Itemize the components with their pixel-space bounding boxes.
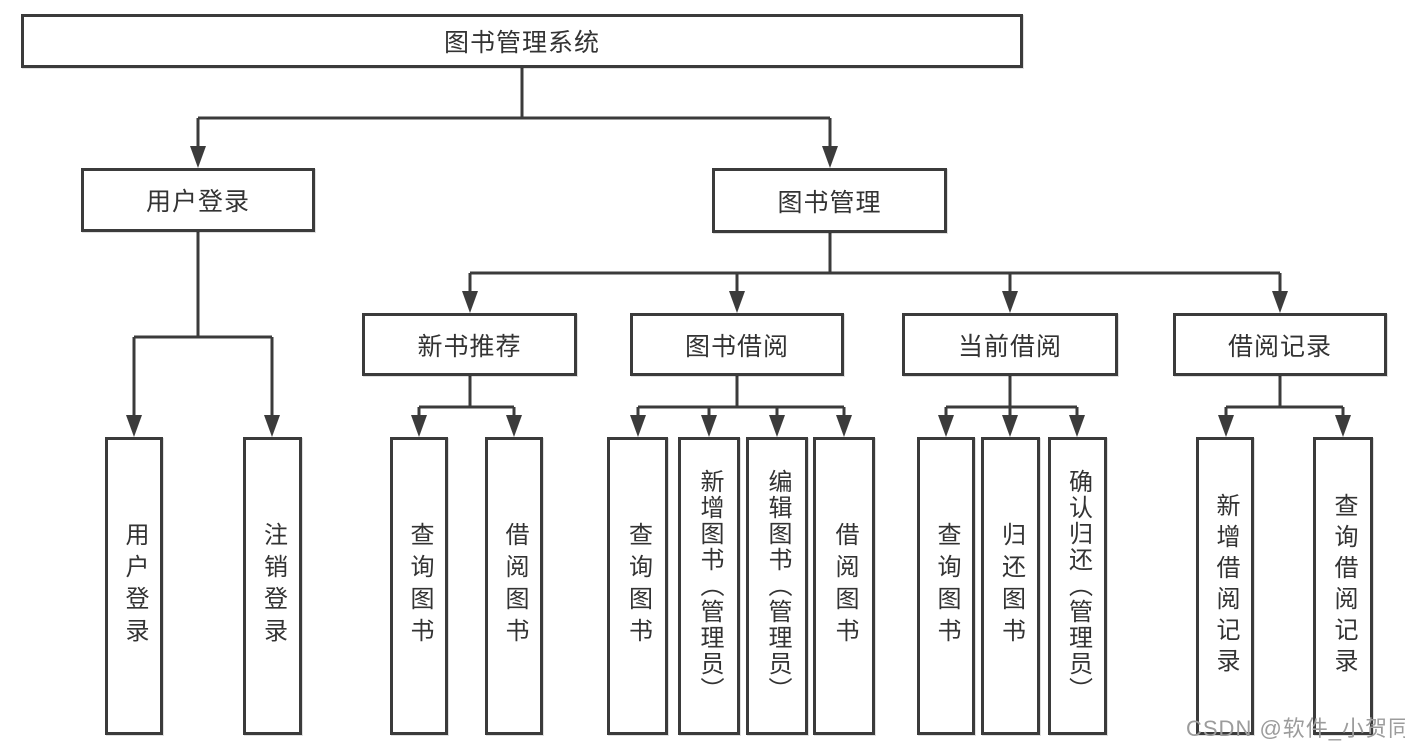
node-root-label: 图书管理系统 (443, 29, 600, 57)
leaf-add-borrow-record: 新增借阅记录 (1196, 437, 1254, 735)
node-book-management-label: 图书管理 (777, 188, 882, 217)
leaf-current-query-book-label: 查询图书 (933, 522, 960, 650)
leaf-return-book-label: 归还图书 (997, 522, 1025, 650)
leaf-borrow-query-book-label: 查询图书 (624, 522, 652, 650)
node-new-book-recommend-label: 新书推荐 (417, 332, 522, 361)
leaf-recommend-borrow-book: 借阅图书 (485, 437, 543, 735)
leaf-logout-label: 注销登录 (259, 522, 287, 650)
node-book-borrow: 图书借阅 (630, 313, 844, 376)
leaf-query-borrow-record-label: 查询借阅记录 (1330, 493, 1357, 679)
node-user-login: 用户登录 (81, 168, 315, 232)
node-current-borrow-label: 当前借阅 (957, 332, 1062, 361)
leaf-recommend-borrow-book-label: 借阅图书 (501, 522, 528, 650)
node-borrow-record: 借阅记录 (1173, 313, 1387, 376)
node-user-login-label: 用户登录 (145, 188, 250, 216)
node-book-borrow-label: 图书借阅 (684, 332, 789, 361)
leaf-borrow-query-book: 查询图书 (607, 437, 668, 735)
leaf-user-login-label: 用户登录 (121, 522, 148, 650)
leaf-recommend-query-book: 查询图书 (390, 437, 448, 735)
leaf-edit-book-admin-label: 编辑图书（管理员） (764, 469, 791, 703)
leaf-confirm-return-admin: 确认归还（管理员） (1048, 437, 1107, 735)
leaf-recommend-query-book-label: 查询图书 (406, 522, 433, 650)
leaf-current-query-book: 查询图书 (917, 437, 975, 735)
leaf-return-book: 归还图书 (981, 437, 1040, 735)
node-root: 图书管理系统 (21, 14, 1023, 68)
leaf-borrow-book: 借阅图书 (813, 437, 875, 735)
leaf-add-book-admin-label: 新增图书（管理员） (696, 469, 723, 703)
leaf-confirm-return-admin-label: 确认归还（管理员） (1064, 469, 1092, 703)
node-book-management: 图书管理 (712, 168, 947, 233)
leaf-borrow-book-label: 借阅图书 (831, 522, 858, 650)
node-borrow-record-label: 借阅记录 (1227, 332, 1332, 361)
node-current-borrow: 当前借阅 (902, 313, 1118, 376)
leaf-query-borrow-record: 查询借阅记录 (1313, 437, 1373, 735)
node-new-book-recommend: 新书推荐 (362, 313, 577, 376)
leaf-user-login: 用户登录 (105, 437, 163, 735)
leaf-edit-book-admin: 编辑图书（管理员） (746, 437, 808, 735)
leaf-add-book-admin: 新增图书（管理员） (678, 437, 740, 735)
leaf-logout: 注销登录 (243, 437, 302, 735)
leaf-add-borrow-record-label: 新增借阅记录 (1212, 493, 1239, 679)
csdn-watermark: CSDN @软件_小贺同学 (1186, 716, 1405, 741)
